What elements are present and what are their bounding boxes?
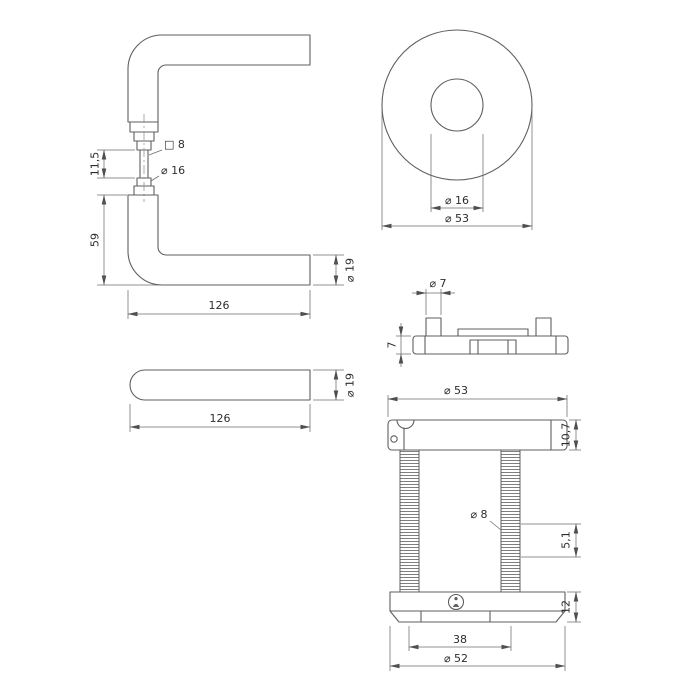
dim-label-handle-height: 59 bbox=[89, 233, 102, 247]
view-rose-front: ⌀ 16 ⌀ 53 bbox=[381, 29, 533, 230]
square-spindle bbox=[139, 149, 149, 179]
lever-pair-dimensions: □ 8 ⌀ 16 11,5 59 126 ⌀ 19 bbox=[89, 138, 357, 319]
extension-lines bbox=[396, 289, 442, 355]
grub-screw-notch bbox=[396, 419, 415, 429]
clip-inner-lines bbox=[477, 339, 509, 355]
logo-figure-body bbox=[452, 603, 460, 607]
leader-bolt-dia bbox=[489, 520, 502, 531]
side-screw-detail bbox=[390, 435, 398, 443]
dim-label-base-dia: ⌀ 52 bbox=[444, 652, 468, 665]
dim-label-rose-height: 10,7 bbox=[560, 423, 573, 448]
spindle-guide bbox=[457, 328, 529, 337]
dim-label-rose-dia: ⌀ 53 bbox=[444, 384, 468, 397]
top-lever-outline bbox=[127, 34, 311, 123]
assembly-geometry bbox=[387, 419, 568, 623]
view-lever-pair-side: □ 8 ⌀ 16 11,5 59 126 ⌀ 19 bbox=[89, 34, 357, 319]
dim-label-rose-dia: ⌀ 53 bbox=[445, 212, 469, 225]
clip-detail bbox=[469, 339, 517, 355]
rose-plate bbox=[412, 335, 569, 355]
dim-label-hole-dia: ⌀ 16 bbox=[445, 194, 469, 207]
lever-top-outline bbox=[129, 369, 311, 401]
rose-section-body bbox=[387, 419, 568, 451]
dim-label-handle-length: 126 bbox=[210, 412, 231, 425]
lever-pair-geometry bbox=[127, 34, 311, 286]
dim-label-grip-dia: ⌀ 19 bbox=[344, 373, 357, 397]
dim-label-bolt-spacing: 38 bbox=[453, 633, 467, 646]
threaded-bolt-left bbox=[399, 449, 420, 593]
dim-label-handle-length: 126 bbox=[209, 299, 230, 312]
logo-circle bbox=[447, 593, 465, 611]
assembly-dimensions: ⌀ 53 10,7 ⌀ 8 5,1 12 38 ⌀ 52 bbox=[387, 384, 581, 671]
brand-logo bbox=[447, 593, 465, 611]
logo-figure-head bbox=[454, 597, 458, 601]
rose-hole-circle bbox=[430, 78, 484, 132]
dim-label-bolt-offset: 5,1 bbox=[560, 531, 573, 549]
dim-label-neck-dia: ⌀ 16 bbox=[161, 164, 185, 177]
dim-label-base-height: 12 bbox=[560, 600, 573, 614]
dim-label-post-dia: ⌀ 7 bbox=[429, 277, 446, 290]
bottom-lever-outline bbox=[127, 194, 311, 286]
dim-label-spindle-square: □ 8 bbox=[164, 138, 185, 151]
view-lever-top: 126 ⌀ 19 bbox=[129, 369, 357, 432]
dim-label-bolt-dia: ⌀ 8 bbox=[470, 508, 487, 521]
fixing-post-left bbox=[425, 317, 442, 337]
rose-step-lines bbox=[403, 419, 552, 451]
dim-label-plate-thickness: 7 bbox=[386, 342, 399, 349]
rose-front-dimensions: ⌀ 16 ⌀ 53 bbox=[381, 109, 533, 230]
leader-spindle-square bbox=[148, 149, 163, 156]
fixing-post-right bbox=[535, 317, 552, 337]
dim-label-spindle-exposed: 11,5 bbox=[89, 152, 102, 177]
view-assembly-section: ⌀ 53 10,7 ⌀ 8 5,1 12 38 ⌀ 52 bbox=[387, 384, 581, 671]
threaded-bolt-right bbox=[500, 449, 521, 593]
leader-neck-dia bbox=[150, 175, 160, 182]
base-plate-outline bbox=[389, 591, 566, 623]
extension-lines bbox=[381, 109, 533, 230]
dim-label-grip-dia: ⌀ 19 bbox=[344, 258, 357, 282]
rose-outer-circle bbox=[381, 29, 533, 181]
view-rose-side: ⌀ 7 7 bbox=[386, 277, 569, 367]
extension-lines bbox=[129, 369, 344, 432]
plate-edge-lines bbox=[424, 335, 557, 355]
extension-lines bbox=[97, 149, 344, 319]
lever-top-dimensions: 126 ⌀ 19 bbox=[129, 369, 357, 432]
spindle-collar-stack bbox=[129, 114, 159, 202]
rose-side-dimensions: ⌀ 7 7 bbox=[386, 277, 455, 367]
base-plate-lines bbox=[389, 610, 566, 623]
rose-side-geometry bbox=[412, 317, 569, 355]
